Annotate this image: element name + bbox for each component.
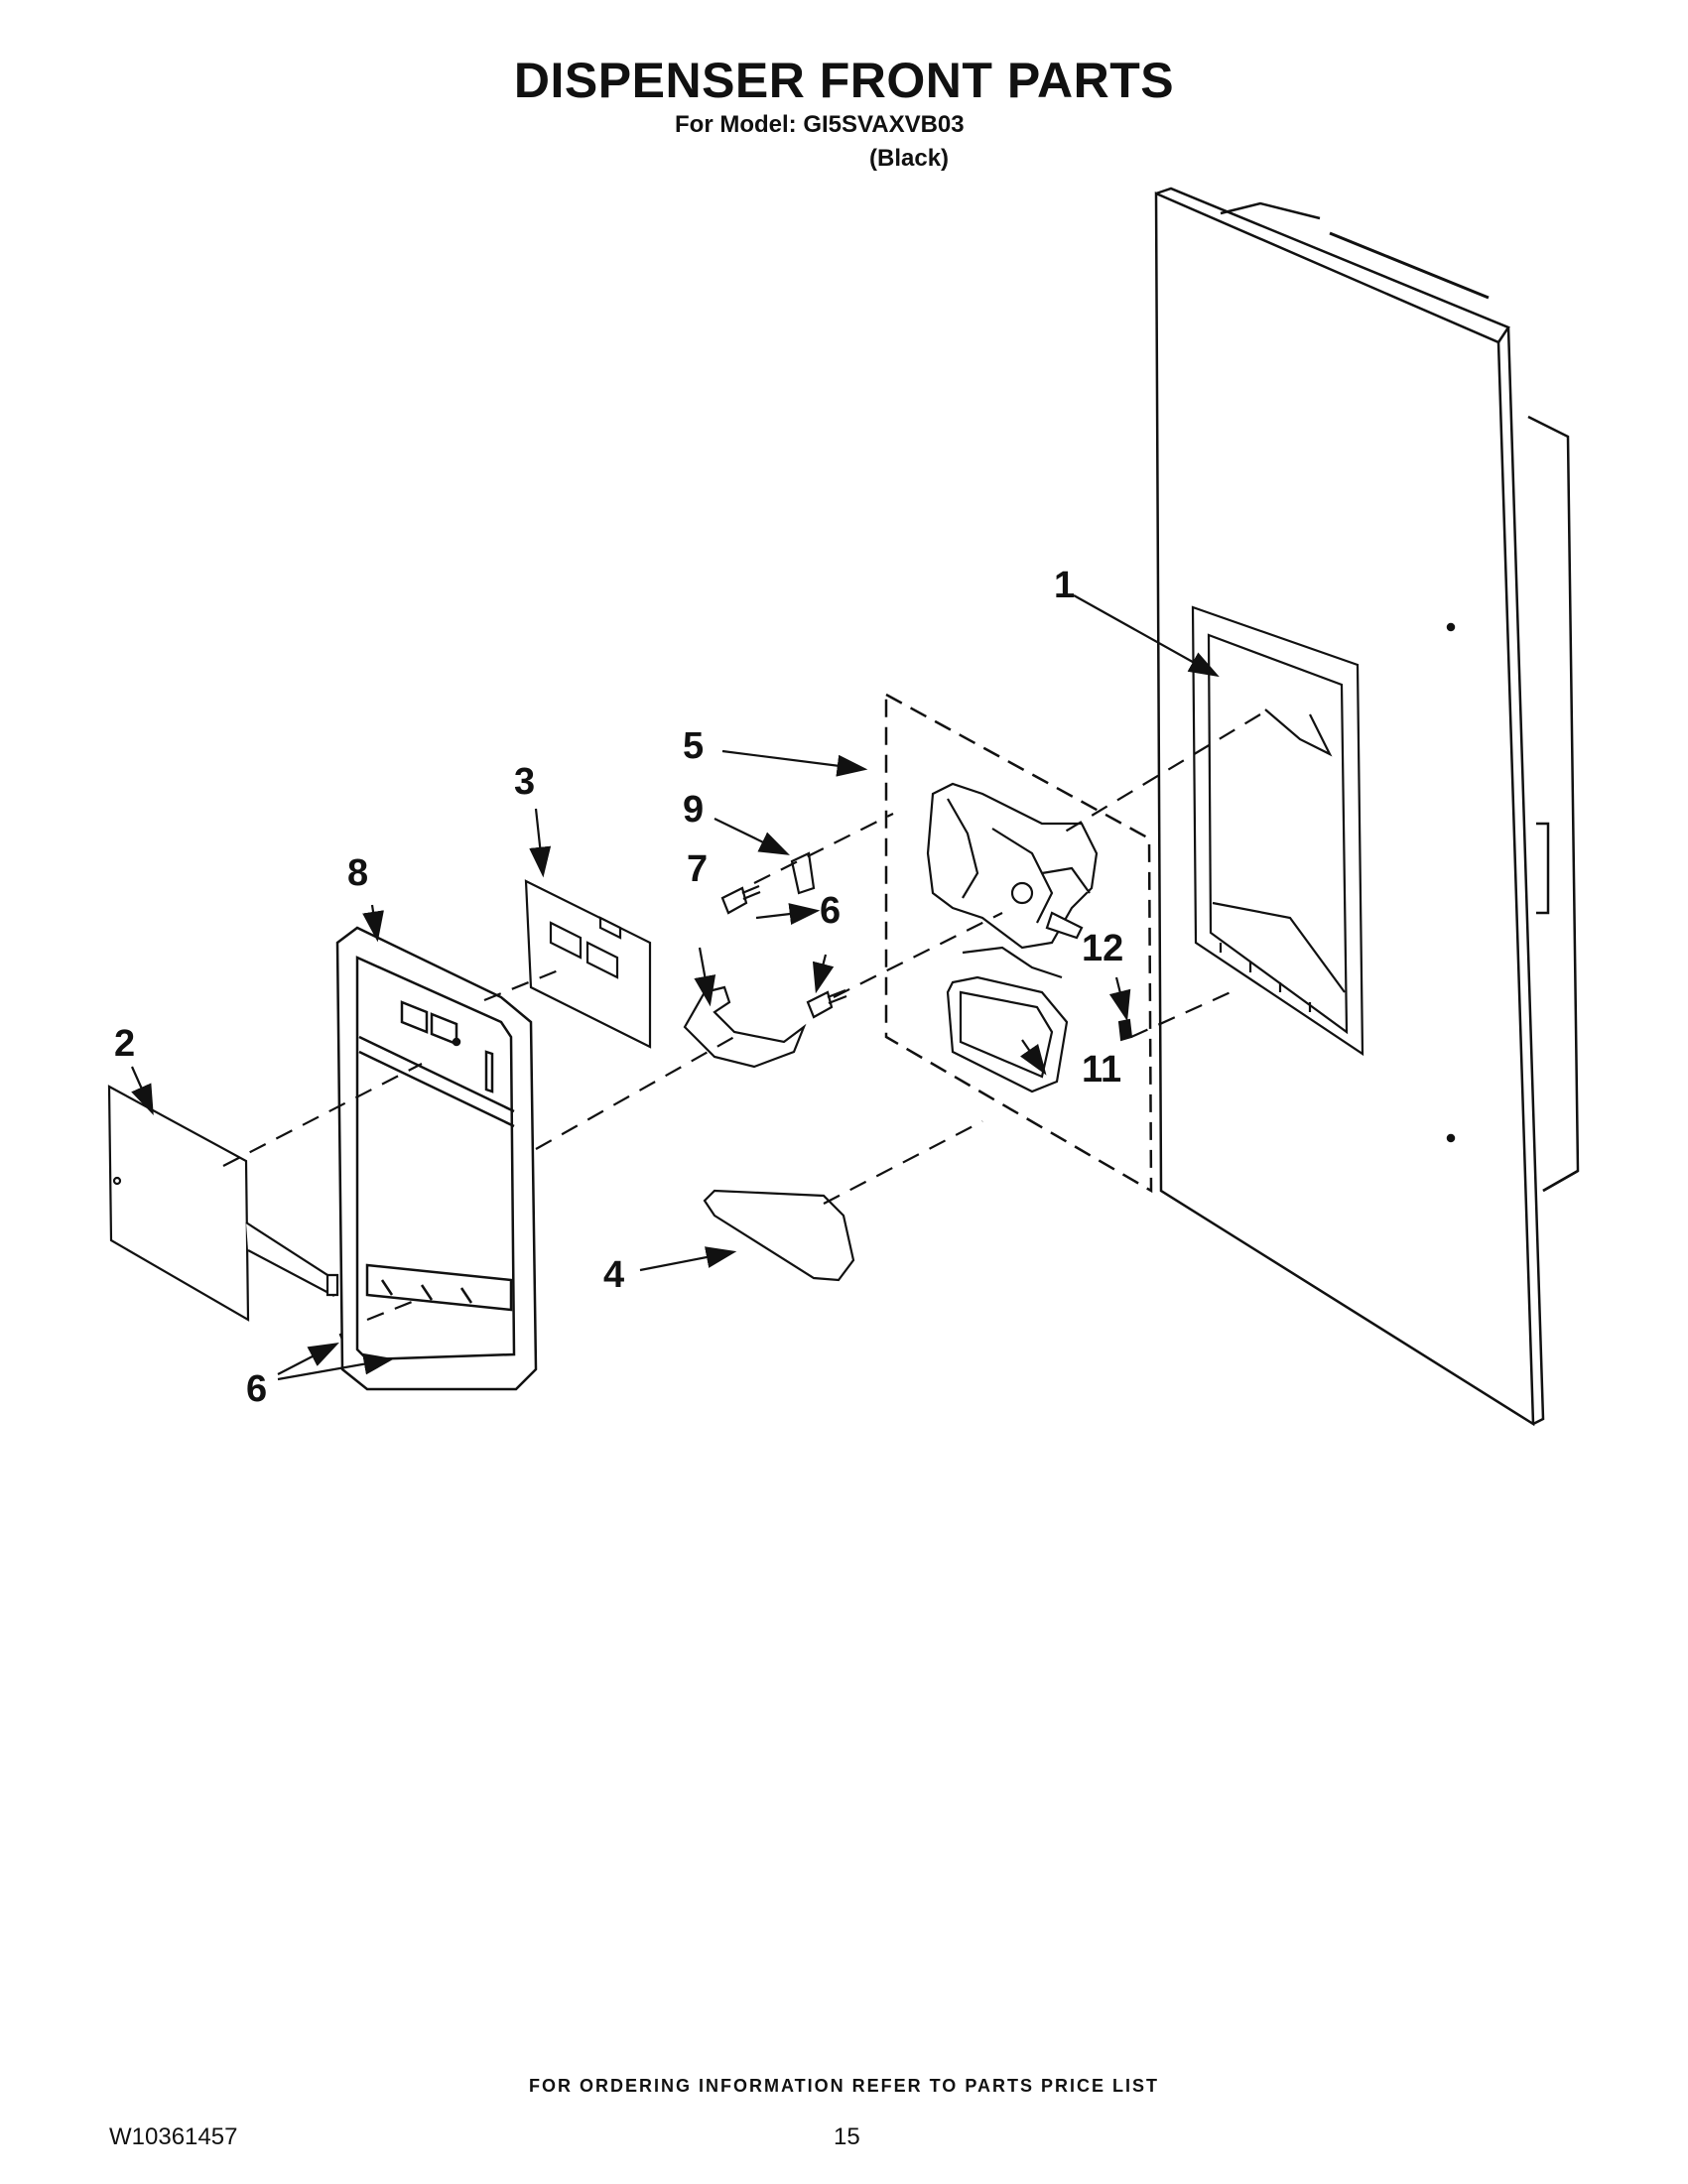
drip-tray-part-4 (703, 1189, 855, 1282)
callout-4: 4 (603, 1254, 624, 1296)
screw-middle (806, 988, 847, 1019)
page-number: 15 (834, 2123, 860, 2150)
model-line: For Model: GI5SVAXVB03 (675, 111, 965, 138)
color-line: (Black) (869, 145, 950, 172)
callout-1: 1 (1054, 565, 1075, 606)
control-board-part-3 (524, 879, 652, 1049)
dispenser-housing (926, 782, 1099, 950)
clip-part-9 (790, 851, 816, 895)
callout-6-upper: 6 (820, 890, 841, 932)
spring-part-12 (1117, 1018, 1133, 1042)
callout-2: 2 (114, 1023, 135, 1065)
callout-11: 11 (1082, 1049, 1121, 1091)
dashed-leaders (222, 713, 1261, 1322)
callout-9: 9 (683, 789, 704, 831)
assembly-dashed-box (884, 692, 1153, 1194)
callout-3: 3 (514, 761, 535, 803)
screw-upper (720, 884, 761, 915)
bracket-part-7 (683, 985, 807, 1069)
panel-part-2 (107, 1085, 339, 1322)
paddle-part-11 (946, 946, 1069, 1093)
callout-12: 12 (1082, 928, 1123, 969)
callout-5: 5 (683, 725, 704, 767)
dispenser-opening (1191, 605, 1364, 1057)
callout-7: 7 (687, 848, 708, 890)
document-number: W10361457 (109, 2123, 238, 2150)
callout-8: 8 (347, 852, 368, 894)
callout-arrows (130, 594, 1220, 1381)
callout-6-lower: 6 (246, 1368, 267, 1410)
page-title: DISPENSER FRONT PARTS (513, 53, 1175, 108)
ordering-note: FOR ORDERING INFORMATION REFER TO PARTS … (528, 2076, 1159, 2096)
door-panel (1154, 187, 1580, 1427)
dispenser-frame-part-8 (335, 926, 538, 1391)
